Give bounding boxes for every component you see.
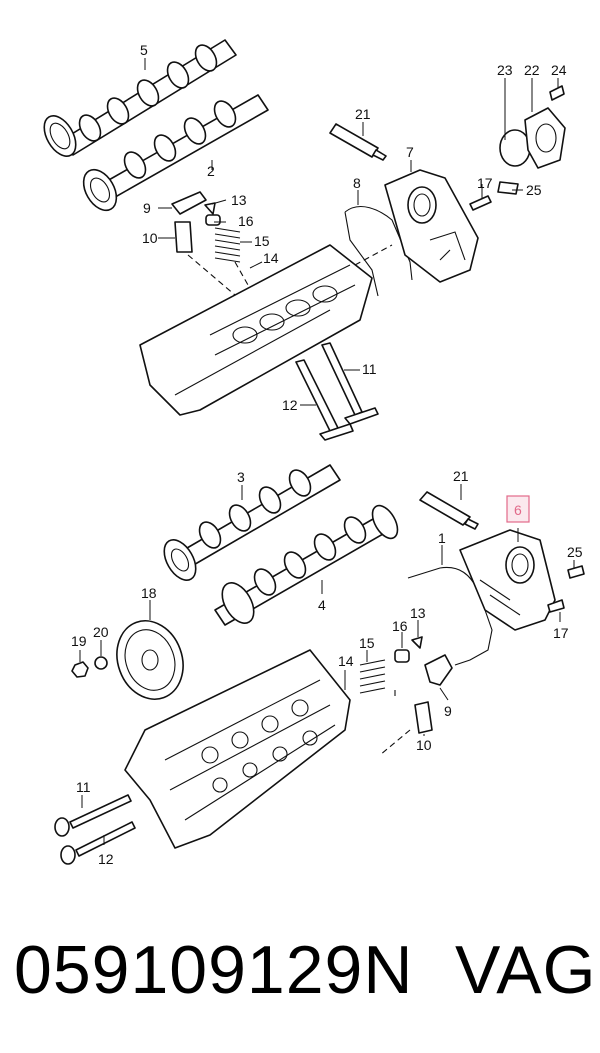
callout-21-upper: 21 — [355, 106, 371, 122]
spring-15-lower-drawing — [359, 659, 386, 694]
callout-5-upper: 5 — [140, 42, 148, 58]
callout-16-lower: 16 — [392, 618, 408, 634]
valve-11-lower-drawing — [54, 794, 132, 837]
callout-4-lower: 4 — [318, 597, 326, 613]
callout-3-lower: 3 — [237, 469, 245, 485]
spring-15-upper-drawing — [214, 227, 241, 263]
callout-15-lower: 15 — [359, 635, 375, 651]
gasket-1-drawing — [407, 566, 493, 666]
lower-assembly: 3 21 6 1 25 18 4 19 20 13 16 15 17 14 9 … — [54, 464, 585, 867]
callout-21-lower: 21 — [453, 468, 469, 484]
callout-14-lower: 14 — [338, 653, 354, 669]
upper-callouts: 5 2 21 23 22 24 7 8 17 25 13 9 16 10 15 … — [140, 42, 567, 413]
callout-24-upper: 24 — [551, 62, 567, 78]
callout-10-upper: 10 — [142, 230, 158, 246]
sealant-tube-21-lower — [419, 491, 479, 530]
cylinder-head-upper-drawing — [139, 244, 373, 416]
callout-6-highlight-box — [506, 495, 530, 523]
callout-14-upper: 14 — [263, 250, 279, 266]
lifter-10-upper-drawing — [174, 221, 193, 253]
bolt-24-drawing — [549, 85, 565, 101]
lower-callouts: 3 21 6 1 25 18 4 19 20 13 16 15 17 14 9 … — [71, 468, 583, 867]
callout-25-upper: 25 — [526, 182, 542, 198]
callout-22-upper: 22 — [524, 62, 540, 78]
callout-13-lower: 13 — [410, 605, 426, 621]
callout-12-lower: 12 — [98, 851, 114, 867]
camshaft-2-drawing — [82, 94, 269, 212]
callout-25-lower: 25 — [567, 544, 583, 560]
callout-7-upper: 7 — [406, 144, 414, 160]
callout-23-upper: 23 — [497, 62, 513, 78]
gasket-8-drawing — [344, 206, 413, 297]
bolt-25-upper-drawing — [497, 181, 519, 195]
lower-leader-lines — [79, 484, 575, 845]
cover-7-drawing — [384, 169, 479, 283]
cover-6-drawing — [459, 529, 556, 631]
rocker-9-upper-drawing — [171, 191, 207, 215]
callout-15-upper: 15 — [254, 233, 270, 249]
bolt-17-lower-drawing — [547, 599, 565, 613]
rocker-9-lower-drawing — [424, 654, 453, 686]
part-number-caption: 059109129N — [14, 932, 414, 1008]
callout-19-lower: 19 — [71, 633, 87, 649]
keeper-13-lower-drawing — [411, 636, 423, 649]
bolt-17-upper-drawing — [469, 195, 492, 211]
callout-2-upper: 2 — [207, 163, 215, 179]
callout-11-upper: 11 — [362, 361, 377, 377]
upper-guide-lines — [187, 244, 393, 296]
callout-16-upper: 16 — [238, 213, 254, 229]
callout-9-lower: 9 — [444, 703, 452, 719]
callout-1-lower: 1 — [438, 530, 446, 546]
callout-18-lower: 18 — [141, 585, 157, 601]
callout-6-lower: 6 — [514, 502, 522, 518]
retainer-16-lower-drawing — [394, 649, 410, 663]
sealant-tube-21-upper — [329, 123, 387, 161]
bolt-25-lower-drawing — [567, 565, 585, 579]
cylinder-head-lower-drawing — [124, 649, 351, 849]
callout-8-upper: 8 — [353, 175, 361, 191]
washer-20-drawing — [94, 656, 108, 670]
upper-assembly: 5 2 21 23 22 24 7 8 17 25 13 9 16 10 15 … — [43, 39, 567, 441]
camshaft-3-drawing — [163, 464, 341, 581]
nut-19-drawing — [71, 661, 89, 678]
upper-leader-lines — [144, 58, 559, 406]
sprocket-18-drawing — [116, 620, 184, 700]
callout-17-lower: 17 — [553, 625, 569, 641]
cap-22-drawing — [524, 107, 566, 169]
retainer-16-upper-drawing — [205, 214, 221, 226]
callout-10-lower: 10 — [416, 737, 432, 753]
camshaft-4-drawing — [214, 504, 399, 626]
keeper-13-upper-drawing — [204, 202, 216, 215]
callout-17-upper: 17 — [477, 175, 493, 191]
callout-12-upper: 12 — [282, 397, 298, 413]
callout-13-upper: 13 — [231, 192, 247, 208]
callout-9-upper: 9 — [143, 200, 151, 216]
valve-11-upper-drawing — [321, 342, 379, 425]
camshaft-5-drawing — [43, 39, 237, 157]
valve-12-lower-drawing — [60, 821, 136, 865]
lifter-10-lower-drawing — [414, 701, 433, 734]
callout-11-lower: 11 — [76, 779, 91, 795]
brand-caption: VAG — [455, 932, 597, 1008]
callout-20-lower: 20 — [93, 624, 109, 640]
valve-12-upper-drawing — [295, 359, 354, 441]
